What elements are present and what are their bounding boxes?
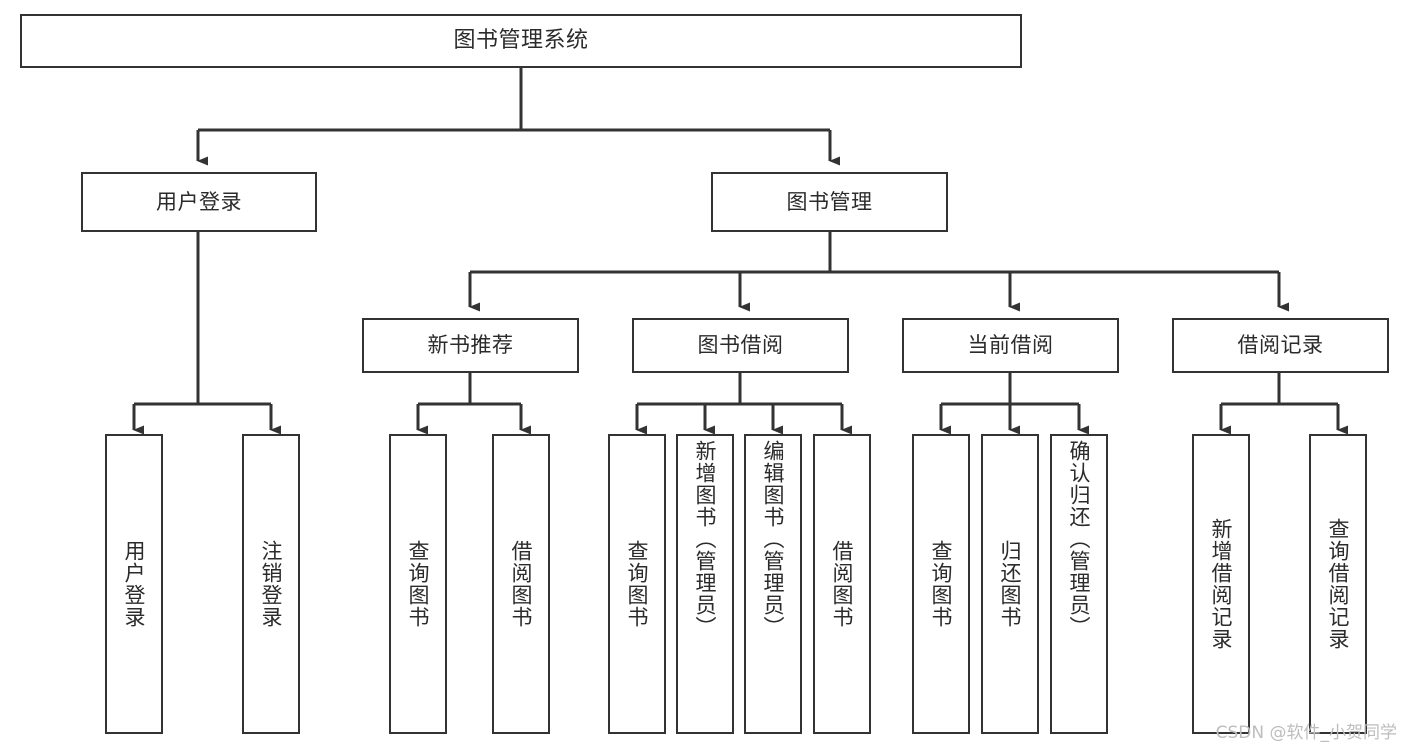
node-current-borrow-label: 当前借阅 [967, 333, 1054, 358]
node-leaf-edit-book-admin-label: 编辑图书（管理员） [761, 440, 786, 638]
node-leaf-query-book-rec-label: 查询图书 [406, 540, 431, 628]
node-leaf-borrow-book[interactable]: 借阅图书 [813, 434, 871, 734]
node-leaf-user-login[interactable]: 用户登录 [105, 434, 163, 734]
node-leaf-borrow-book-rec-label: 借阅图书 [509, 540, 534, 628]
node-borrow-record[interactable]: 借阅记录 [1172, 318, 1389, 373]
node-book-borrow[interactable]: 图书借阅 [632, 318, 849, 373]
node-new-book-recommend-label: 新书推荐 [427, 333, 514, 358]
node-leaf-add-borrow-record-label: 新增借阅记录 [1209, 518, 1234, 650]
node-user-login[interactable]: 用户登录 [81, 172, 317, 232]
node-new-book-recommend[interactable]: 新书推荐 [362, 318, 579, 373]
node-leaf-return-book-label: 归还图书 [998, 540, 1023, 628]
node-leaf-query-book-current[interactable]: 查询图书 [912, 434, 970, 734]
node-leaf-add-book-admin-label: 新增图书（管理员） [693, 440, 718, 638]
node-leaf-confirm-return-admin[interactable]: 确认归还（管理员） [1050, 434, 1108, 734]
node-book-manage-label: 图书管理 [786, 189, 873, 214]
node-root[interactable]: 图书管理系统 [20, 14, 1022, 68]
node-root-label: 图书管理系统 [453, 28, 589, 54]
csdn-watermark: CSDN @软件_小贺同学 [1215, 723, 1397, 743]
node-leaf-query-borrow-record[interactable]: 查询借阅记录 [1309, 434, 1367, 734]
node-leaf-add-borrow-record[interactable]: 新增借阅记录 [1192, 434, 1250, 734]
node-leaf-query-book-borrow-label: 查询图书 [625, 540, 650, 628]
node-current-borrow[interactable]: 当前借阅 [902, 318, 1119, 373]
node-leaf-query-book-borrow[interactable]: 查询图书 [608, 434, 666, 734]
node-leaf-add-book-admin[interactable]: 新增图书（管理员） [676, 434, 734, 734]
node-leaf-query-borrow-record-label: 查询借阅记录 [1326, 518, 1351, 650]
node-book-borrow-label: 图书借阅 [697, 333, 784, 358]
node-leaf-confirm-return-admin-label: 确认归还（管理员） [1067, 440, 1092, 638]
node-leaf-return-book[interactable]: 归还图书 [981, 434, 1039, 734]
node-leaf-query-book-current-label: 查询图书 [929, 540, 954, 628]
node-leaf-logout[interactable]: 注销登录 [242, 434, 300, 734]
node-user-login-label: 用户登录 [156, 189, 242, 214]
node-leaf-query-book-rec[interactable]: 查询图书 [389, 434, 447, 734]
node-leaf-borrow-book-label: 借阅图书 [830, 540, 855, 628]
node-leaf-logout-label: 注销登录 [259, 540, 284, 628]
node-leaf-edit-book-admin[interactable]: 编辑图书（管理员） [744, 434, 802, 734]
node-leaf-borrow-book-rec[interactable]: 借阅图书 [492, 434, 550, 734]
node-leaf-user-login-label: 用户登录 [122, 540, 147, 628]
node-borrow-record-label: 借阅记录 [1237, 333, 1324, 358]
node-book-manage[interactable]: 图书管理 [711, 172, 948, 232]
